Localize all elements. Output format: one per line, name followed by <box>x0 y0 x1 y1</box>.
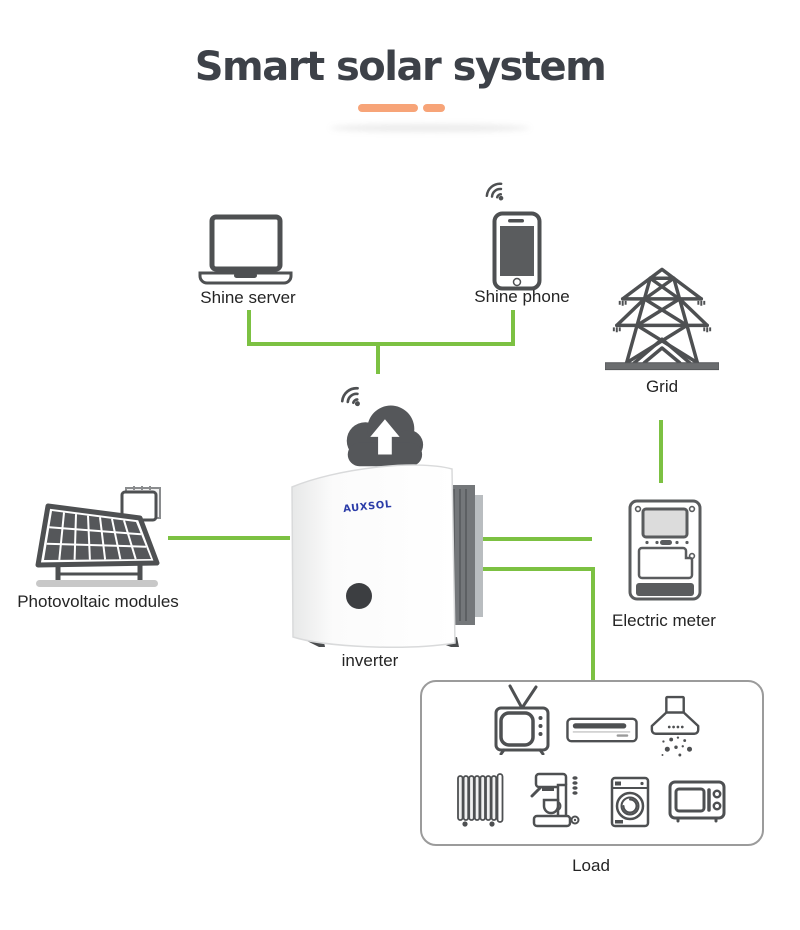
line-cloud-drop <box>376 342 380 374</box>
underline-dash-long <box>358 104 418 112</box>
shine-phone-label: Shine phone <box>474 287 570 306</box>
cloud-upload-icon <box>336 393 428 469</box>
range-hood-icon <box>648 694 704 760</box>
transmission-tower-icon <box>605 266 719 373</box>
page-title: Smart solar system <box>194 44 607 90</box>
electric-meter-icon <box>627 498 703 602</box>
microwave-icon <box>668 780 726 824</box>
title-underline <box>358 104 445 112</box>
shine-server-label: Shine server <box>200 288 296 307</box>
line-top-horizontal <box>247 342 515 346</box>
wifi-icon <box>336 381 366 411</box>
radiator-icon <box>456 770 504 828</box>
underline-dash-short <box>423 104 445 112</box>
inverter-label: inverter <box>341 651 399 670</box>
washing-machine-icon <box>610 776 650 828</box>
line-server-down <box>247 310 251 346</box>
line-inverter-meter <box>468 537 592 541</box>
wifi-icon <box>481 177 509 205</box>
solar-panel-icon <box>28 486 162 590</box>
grid-label: Grid <box>645 377 679 396</box>
tv-icon <box>492 682 552 755</box>
laptop-icon <box>198 214 293 286</box>
title-shadow <box>330 124 530 132</box>
smartphone-icon <box>492 211 542 291</box>
line-inverter-load-h <box>473 567 595 571</box>
line-pv-inverter <box>168 536 290 540</box>
line-inverter-load-v <box>591 567 595 681</box>
coffee-machine-icon <box>530 772 580 828</box>
line-grid-meter <box>659 420 663 483</box>
inverter-image: AUXSOL <box>285 453 497 653</box>
load-label: Load <box>572 856 610 875</box>
line-phone-down <box>511 310 515 346</box>
electric-meter-label: Electric meter <box>612 611 716 630</box>
air-conditioner-icon <box>566 717 638 743</box>
photovoltaic-label: Photovoltaic modules <box>17 592 179 611</box>
